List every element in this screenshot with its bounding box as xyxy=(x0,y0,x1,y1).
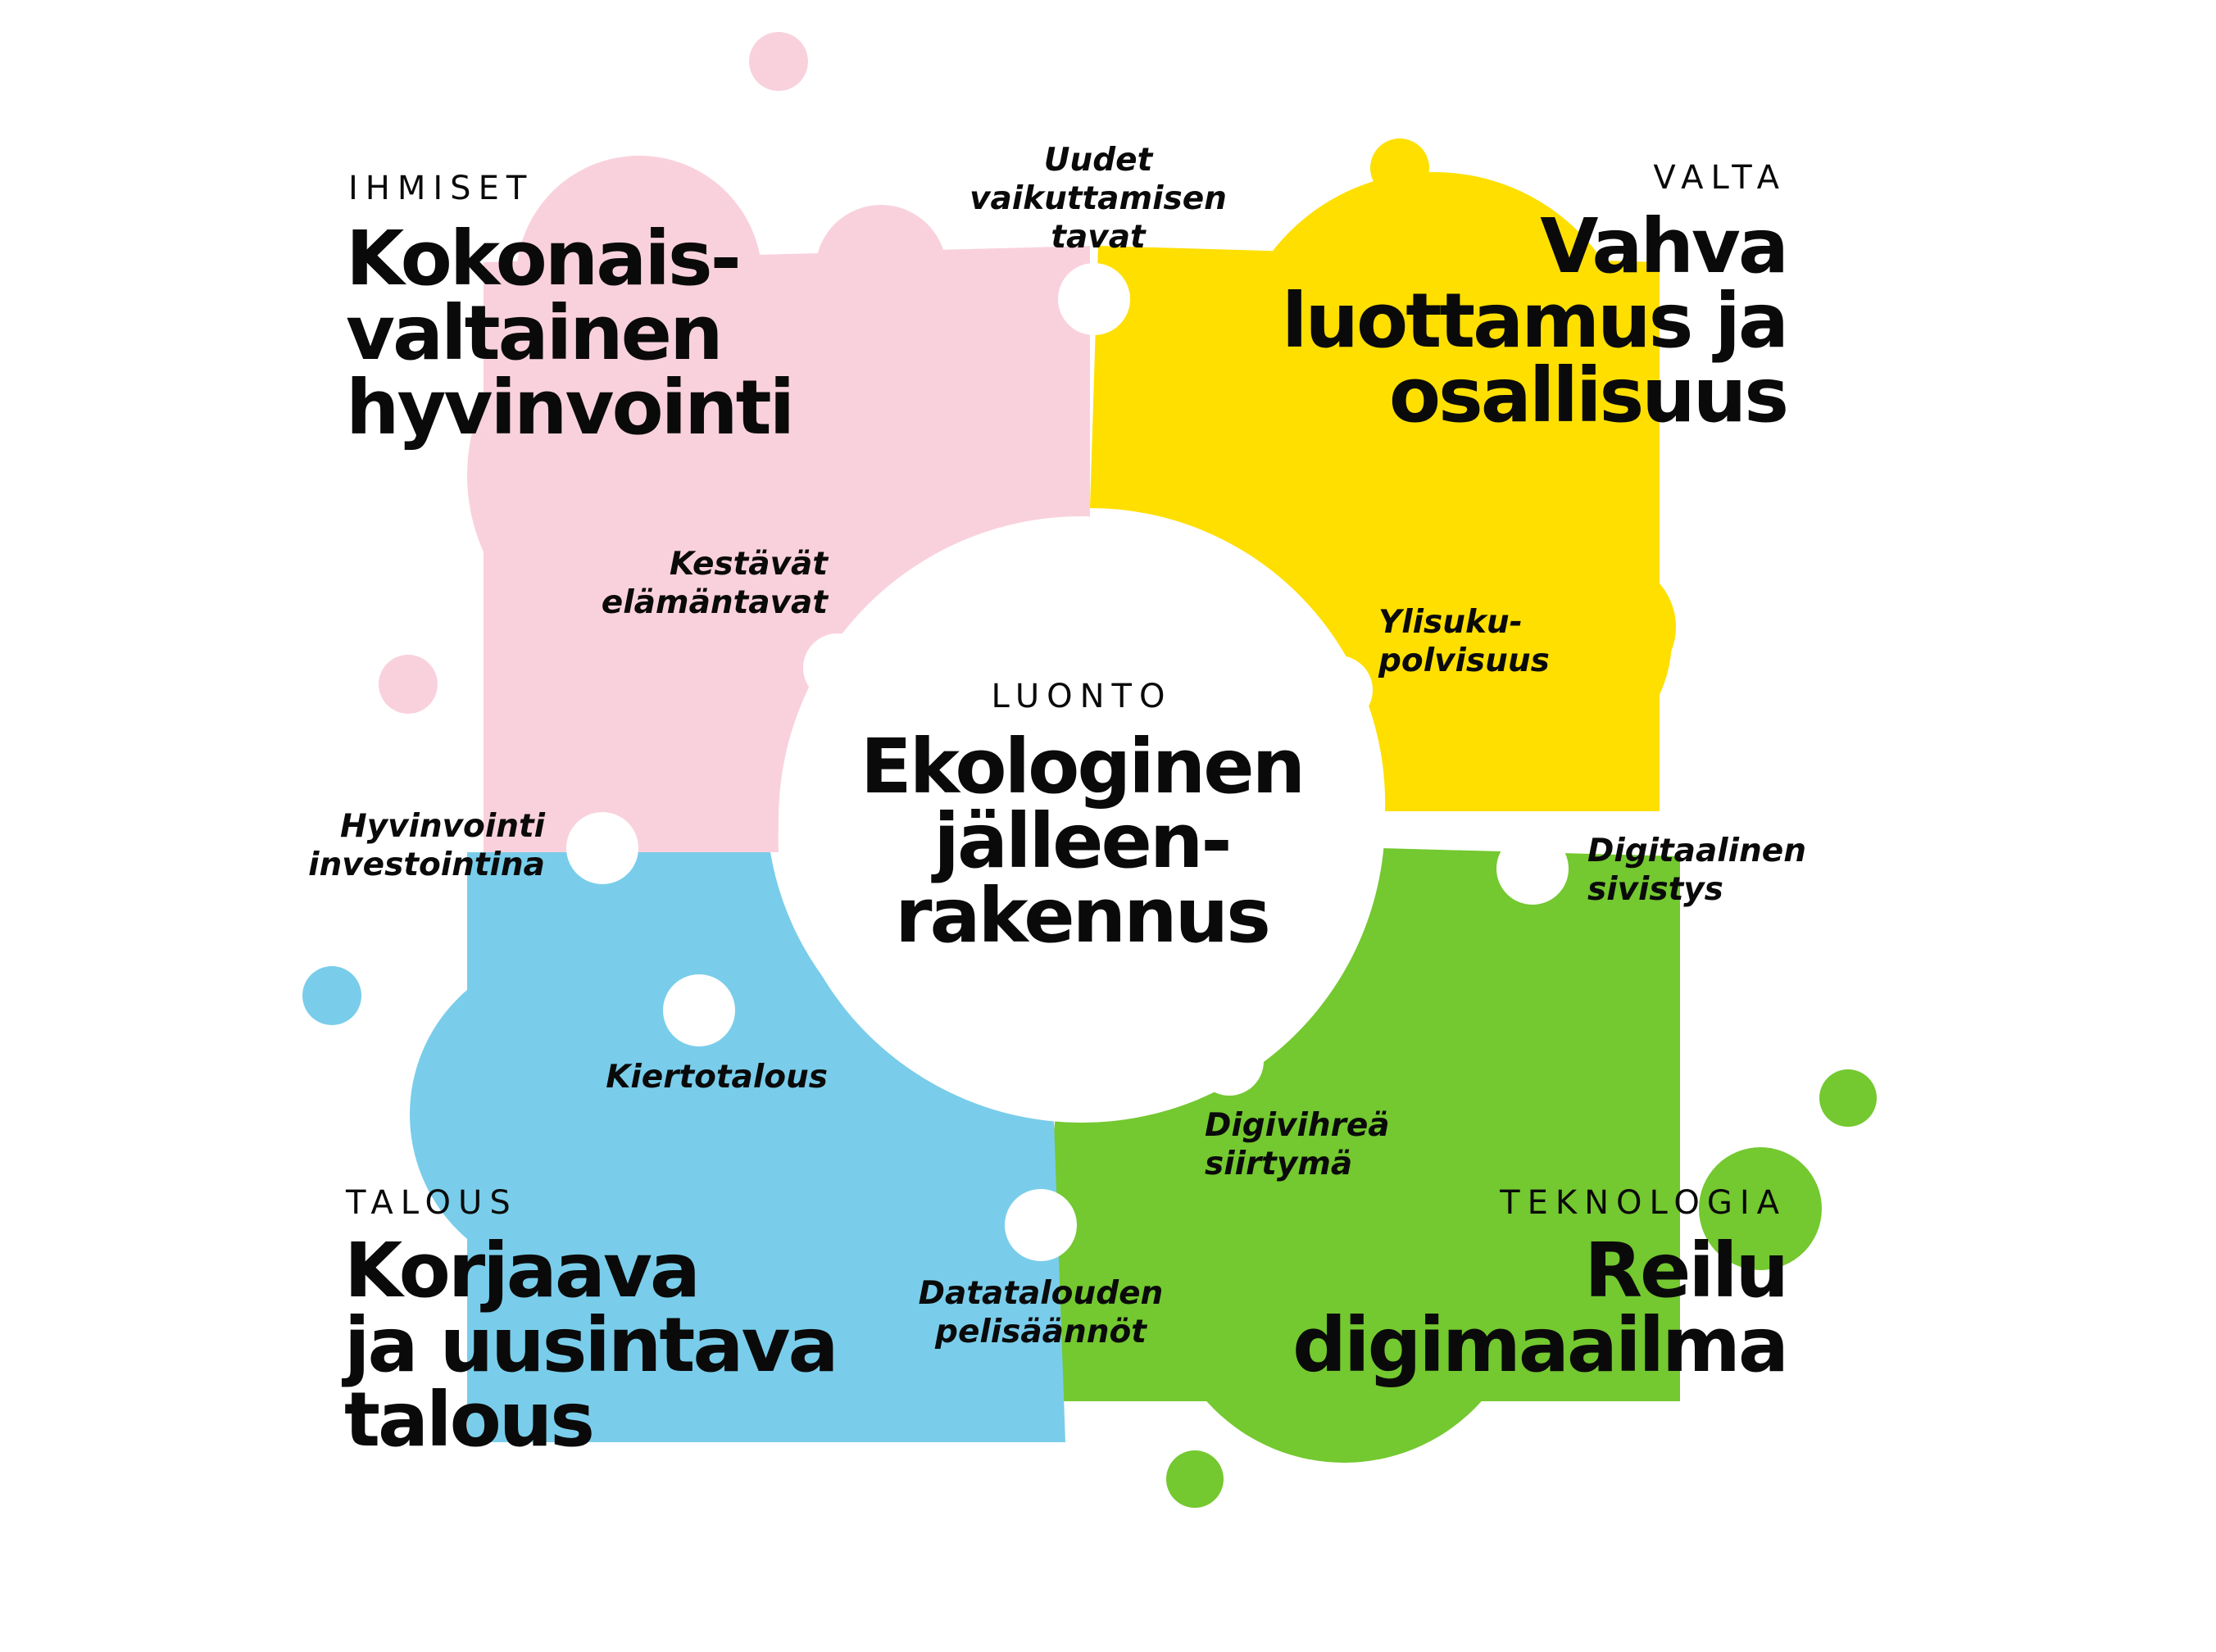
center-circle xyxy=(779,516,1385,1123)
talous-eyebrow: TALOUS xyxy=(346,1184,518,1222)
yellow-bubble xyxy=(1370,138,1429,197)
ihmiset-eyebrow: IHMISET xyxy=(348,170,534,207)
yellow-bubble xyxy=(1229,172,1639,582)
blue-bubble xyxy=(701,1282,832,1414)
green-bubble xyxy=(1166,1450,1224,1508)
yellow-bubble xyxy=(1545,561,1676,692)
hole xyxy=(1195,1027,1264,1096)
theme-digivihrea-siirtyma: Digivihreä siirtymä xyxy=(1205,1107,1390,1182)
hole xyxy=(1304,656,1373,724)
center-eyebrow: LUONTO xyxy=(991,678,1173,715)
green-bubble xyxy=(1699,1147,1822,1270)
hole xyxy=(663,974,735,1046)
yellow-quadrant-valta xyxy=(1090,138,1676,811)
valta-eyebrow: VALTA xyxy=(1653,159,1787,197)
theme-ylisukupolvisuus: Ylisuku- polvisuus xyxy=(1378,604,1550,679)
theme-uudet-vaikuttamisen-tavat: Uudet vaikuttamisen tavat xyxy=(970,142,1227,256)
pink-bubble xyxy=(815,205,947,336)
valta-headline: Vahva luottamus ja osallisuus xyxy=(1281,202,1789,439)
teknologia-eyebrow: TEKNOLOGIA xyxy=(1500,1184,1787,1222)
blue-quadrant-talous xyxy=(302,852,1065,1442)
center-headline: Ekologinen jälleen- rakennus xyxy=(860,723,1306,960)
theme-hyvinvointi-investointina: Hyvinvointi investointina xyxy=(308,808,545,883)
white-holes xyxy=(566,263,1569,1261)
talous-headline: Korjaava ja uusintava talous xyxy=(344,1227,839,1464)
blue-bubble xyxy=(896,1072,948,1124)
pink-bubble xyxy=(467,287,844,664)
hole xyxy=(1005,1189,1077,1261)
theme-datatalouden-pelisaannot: Datatalouden pelisäännöt xyxy=(918,1275,1164,1350)
blue-bubble xyxy=(302,966,361,1025)
green-quadrant-teknologia xyxy=(1029,848,1877,1508)
pink-bubble xyxy=(379,655,438,714)
ihmiset-headline: Kokonais- valtainen hyvinvointi xyxy=(346,215,795,452)
green-bubble xyxy=(1819,1069,1877,1127)
hole xyxy=(566,812,638,884)
theme-kiertotalous: Kiertotalous xyxy=(606,1059,828,1096)
pink-bubble xyxy=(749,32,808,91)
hole xyxy=(1058,263,1130,335)
green-bubble xyxy=(1541,1008,1672,1139)
blue-bubble xyxy=(410,951,738,1278)
green-bubble xyxy=(1160,1094,1528,1463)
theme-kestavat-elamantavat: Kestävät elämäntavat xyxy=(601,546,828,621)
hole xyxy=(1496,833,1569,905)
theme-digitaalinen-sivistys: Digitaalinen sivistys xyxy=(1587,833,1807,908)
hole xyxy=(803,633,872,702)
teknologia-headline: Reilu digimaailma xyxy=(1292,1227,1789,1389)
pink-quadrant-ihmiset xyxy=(379,32,1090,852)
